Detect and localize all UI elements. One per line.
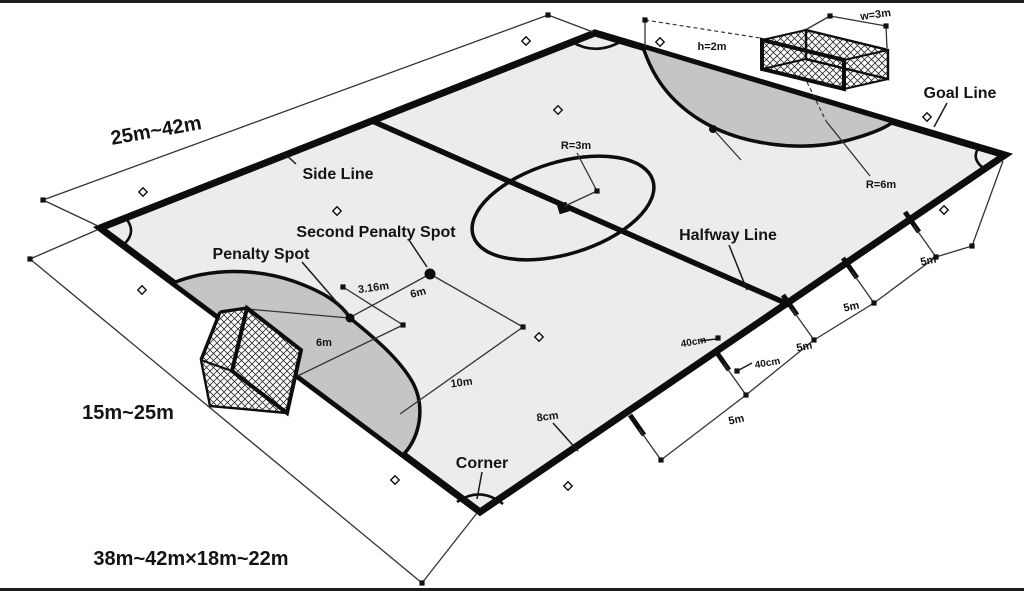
radius-lines [564, 128, 742, 207]
halfway-line [368, 117, 792, 308]
forty-cm-label-1: 40cm [680, 335, 707, 350]
goal-dimension-lines [642, 13, 889, 177]
pitch-dimension-lines [27, 12, 594, 586]
arc-radius-label: R=6m [866, 179, 896, 191]
goal-height-label: h=2m [697, 41, 726, 53]
ten-m-label: 10m [450, 376, 474, 391]
photo-edge-top [0, 0, 1024, 3]
touchline-dimension-lines [638, 160, 1004, 463]
label-leaders [283, 102, 948, 500]
five-m-label-3: 5m [795, 339, 813, 354]
photo-edge-bottom [0, 588, 1024, 591]
side-line-label: Side Line [302, 166, 373, 183]
center-circle [470, 154, 656, 262]
far-penalty-spot-mark [709, 125, 717, 133]
far-penalty-area [640, 44, 897, 148]
goal-dimension-label: 15m~25m [82, 402, 174, 424]
halfway-line-label: Halfway Line [679, 227, 777, 244]
second-penalty-spot-label: Second Penalty Spot [296, 224, 456, 241]
center-radius-label: R=3m [561, 140, 591, 152]
second-penalty-spot-mark [424, 268, 436, 280]
goal-width-label: w=3m [858, 7, 891, 23]
pitch-dimension-label: 38m~42m×18m~22m [93, 548, 288, 570]
near-goal [199, 304, 304, 417]
penalty-spot-mark [345, 313, 355, 323]
corner-label: Corner [456, 455, 508, 472]
goal-line-label: Goal Line [924, 85, 997, 102]
six-m-upper-label: 6m [409, 285, 428, 301]
six-m-lower-label: 6m [316, 337, 332, 349]
penalty-gap-label: 3.16m [357, 280, 390, 296]
eight-cm-label: 8cm [536, 410, 560, 425]
five-m-label-2: 5m [842, 299, 860, 314]
penalty-spot-label: Penalty Spot [213, 246, 311, 263]
corner-arcs [121, 39, 987, 506]
forty-cm-label-2: 40cm [754, 356, 781, 371]
side-dimension-label: 25m~42m [109, 112, 203, 150]
far-goal [760, 28, 890, 92]
five-m-label-1: 5m [919, 253, 937, 268]
five-m-label-4: 5m [727, 412, 745, 427]
